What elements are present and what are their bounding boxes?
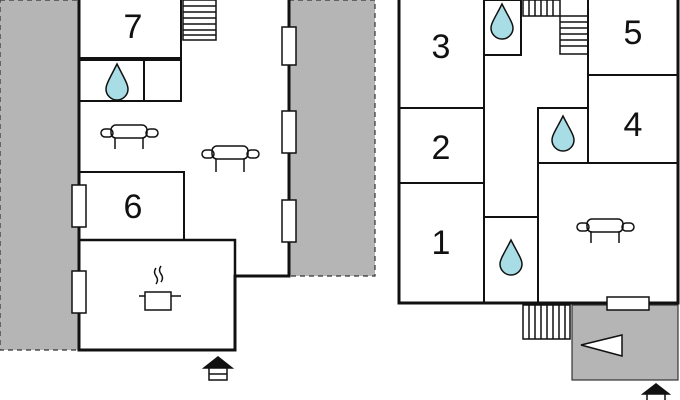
room-label-6: 6 (124, 188, 143, 226)
room-7-wall (79, 0, 182, 59)
room-label-4: 4 (624, 106, 643, 144)
room-label-7: 7 (124, 8, 143, 46)
sofa-icon (576, 218, 635, 243)
room-label-3: 3 (432, 28, 451, 66)
window-icon (281, 199, 297, 243)
water-drop-icon (551, 114, 575, 152)
left-floor: 7 6 (0, 0, 376, 381)
stairs-icon (522, 0, 589, 55)
terrace-left-west (0, 0, 80, 351)
window-icon (606, 296, 650, 311)
terrace-left-east (288, 0, 376, 277)
kitchen-pot-icon (139, 265, 181, 311)
window-icon (281, 110, 297, 154)
window-icon (71, 270, 87, 314)
triangle-arrow-icon (580, 334, 623, 357)
sofa-icon (201, 145, 260, 172)
room-label-2: 2 (432, 129, 451, 167)
stairs-icon (182, 0, 217, 41)
entrance-icon (640, 383, 672, 400)
window-icon (71, 184, 87, 228)
water-drop-icon (490, 2, 514, 40)
stairs-icon (522, 304, 571, 340)
water-drop-icon (105, 62, 129, 101)
water-drop-icon (499, 238, 523, 276)
room-label-5: 5 (624, 14, 643, 52)
entrance-icon (201, 356, 235, 381)
room-label-1: 1 (432, 224, 451, 262)
right-floor: 3 5 4 2 1 (397, 0, 680, 400)
bathroom-mid-right (537, 107, 589, 164)
bathroom-left (78, 59, 182, 102)
terrace-right-south (571, 304, 679, 381)
sofa-icon (100, 124, 159, 149)
kitchen-wall (79, 238, 237, 276)
bathroom-top-right (483, 0, 522, 56)
room-6-wall (79, 171, 185, 240)
window-icon (281, 26, 297, 66)
